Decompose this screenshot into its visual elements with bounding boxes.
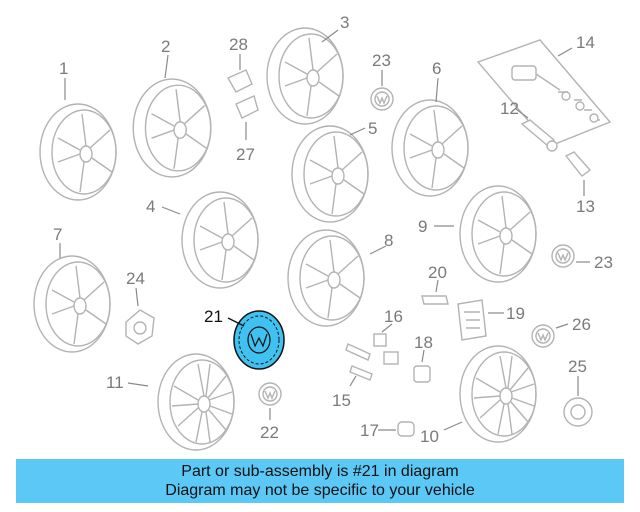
wheel-part-8: 8 — [287, 229, 393, 327]
wheel-part-10: 10 — [420, 345, 537, 446]
callout-6: 6 — [432, 59, 441, 78]
valve-part-12: 12 — [500, 99, 558, 152]
cap-part-24: 24 — [125, 269, 155, 345]
callout-2: 2 — [161, 37, 170, 56]
emblem-part-23-top: 23 — [370, 51, 394, 111]
parts-diagram: 1 2 3 28 27 23 14 — [33, 13, 613, 451]
cap-part-17: 17 — [360, 421, 415, 440]
callout-15: 15 — [332, 391, 351, 410]
callout-1: 1 — [59, 59, 68, 78]
callout-7: 7 — [53, 225, 62, 244]
callout-14: 14 — [576, 33, 595, 52]
wheel-part-4: 4 — [146, 191, 259, 289]
callout-23-right: 23 — [594, 253, 613, 272]
callout-18: 18 — [414, 333, 433, 352]
emblem-part-22: 22 — [258, 382, 282, 442]
valve-part-13: 13 — [564, 151, 595, 216]
callout-24: 24 — [126, 269, 145, 288]
callout-28: 28 — [229, 35, 248, 54]
part-20-label: 20 — [421, 263, 449, 305]
callout-23-top: 23 — [372, 51, 391, 70]
hub-cap-part-21-highlighted[interactable]: 21 — [204, 307, 285, 370]
callout-19: 19 — [506, 304, 525, 323]
part-27-clip: 27 — [235, 95, 259, 164]
bolt-part-16: 16 — [373, 307, 403, 365]
callout-27: 27 — [236, 145, 255, 164]
callout-20: 20 — [428, 263, 447, 282]
cap-part-25: 25 — [563, 357, 593, 427]
wheel-part-9: 9 — [418, 185, 537, 283]
emblem-part-23-right: 23 — [551, 244, 613, 272]
bolt-part-15: 15 — [332, 343, 373, 410]
callout-22: 22 — [260, 423, 279, 442]
callout-10: 10 — [420, 427, 439, 446]
callout-11: 11 — [106, 373, 124, 392]
callout-25: 25 — [568, 357, 587, 376]
wheel-part-3: 3 — [266, 13, 349, 125]
callout-9: 9 — [418, 217, 427, 236]
callout-26: 26 — [572, 315, 591, 334]
callout-16: 16 — [384, 307, 403, 326]
banner-line-2: Diagram may not be specific to your vehi… — [165, 482, 475, 499]
callout-13: 13 — [576, 197, 595, 216]
callout-5: 5 — [368, 119, 377, 138]
callout-17: 17 — [360, 421, 379, 440]
part-28-clip: 28 — [227, 35, 253, 93]
emblem-part-26: 26 — [531, 315, 591, 348]
wheel-part-6: 6 — [391, 59, 469, 197]
part-19-sticker: 19 — [457, 299, 525, 341]
callout-21: 21 — [204, 307, 223, 326]
wheel-part-7: 7 — [33, 225, 111, 353]
wheel-part-5: 5 — [291, 119, 377, 223]
callout-12: 12 — [500, 99, 519, 118]
callout-4: 4 — [146, 197, 155, 216]
wheel-part-1: 1 — [39, 59, 117, 201]
wheel-part-11: 11 — [106, 353, 235, 451]
callout-3: 3 — [340, 13, 349, 32]
banner-line-1: Part or sub-assembly is #21 in diagram — [181, 463, 459, 480]
callout-8: 8 — [384, 231, 393, 250]
nut-part-18: 18 — [413, 333, 433, 383]
sensor-kit-part-14: 14 — [476, 33, 612, 147]
info-banner: Part or sub-assembly is #21 in diagram D… — [16, 459, 624, 503]
wheel-part-2: 2 — [132, 37, 212, 178]
